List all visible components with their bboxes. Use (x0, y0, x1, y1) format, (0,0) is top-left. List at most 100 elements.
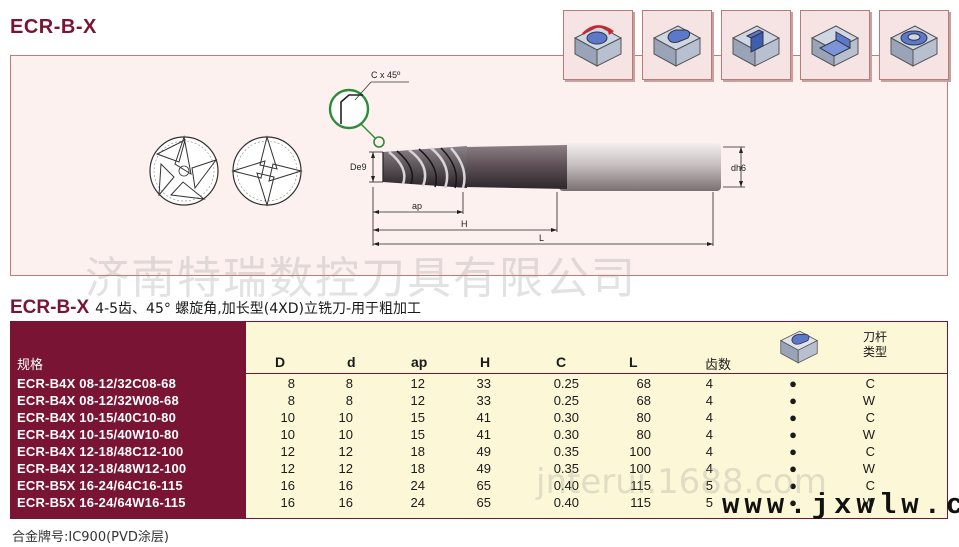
dim-ap-label: ap (412, 201, 422, 211)
cell-teeth: 4 (705, 461, 713, 476)
cell-type: C (865, 410, 875, 425)
cell-spec: ECR-B4X 10-15/40C10-80 (17, 410, 177, 425)
end-view-4-flute (231, 135, 303, 207)
cell-H: 65 (476, 478, 491, 493)
dim-h-label: H (461, 219, 468, 229)
table-row: ECR-B4X 12-18/48W12-100 12 12 18 49 0.35… (11, 461, 947, 478)
cell-H: 41 (476, 427, 491, 442)
cell-L: 100 (629, 444, 651, 459)
header-separator (11, 373, 947, 374)
section-code: ECR-B-X (10, 297, 90, 318)
cell-D: 16 (280, 478, 295, 493)
chamfer-detail (328, 81, 409, 148)
header-teeth: 齿数 (705, 358, 732, 373)
cell-mark: ● (789, 478, 797, 493)
cell-L: 115 (630, 478, 651, 493)
cell-D: 8 (287, 376, 295, 391)
spec-table: 规格 D d ap H C L 齿数 刀杆 类型 ECR-B4X 08-12/3… (10, 321, 948, 519)
cell-L: 68 (636, 393, 651, 408)
cell-C: 0.30 (553, 410, 579, 425)
cell-ap: 18 (410, 444, 425, 459)
cell-mark: ● (789, 444, 797, 459)
cell-type: W (862, 393, 875, 408)
alloy-grade-note: 合金牌号:IC900(PVD涂层) (12, 530, 169, 545)
cell-teeth: 4 (705, 427, 713, 442)
cell-mark: ● (789, 495, 797, 510)
cell-D: 8 (287, 393, 295, 408)
end-mill-tool (382, 143, 721, 191)
cell-D: 16 (280, 495, 295, 510)
cell-d: 16 (338, 495, 353, 510)
cell-spec: ECR-B4X 10-15/40W10-80 (17, 427, 179, 442)
cell-d: 12 (338, 444, 353, 459)
site-watermark-jxwlw: www.jxwlw.cn (722, 489, 959, 522)
cell-H: 49 (476, 444, 491, 459)
spec-column-bg (11, 322, 246, 518)
table-row: ECR-B5X 16-24/64C16-115 16 16 24 65 0.40… (11, 478, 947, 495)
table-row: ECR-B4X 08-12/32W08-68 8 8 12 33 0.25 68… (11, 393, 947, 410)
cell-type: W (862, 495, 875, 510)
cell-mark: ● (789, 376, 797, 391)
cell-ap: 15 (410, 410, 425, 425)
cell-H: 49 (476, 461, 491, 476)
cell-C: 0.35 (553, 461, 579, 476)
cell-spec: ECR-B4X 08-12/32C08-68 (17, 376, 177, 391)
cell-D: 10 (280, 410, 295, 425)
cell-L: 80 (636, 410, 651, 425)
table-row: ECR-B4X 08-12/32C08-68 8 8 12 33 0.25 68… (11, 376, 947, 393)
keyway-slot-icon (721, 10, 791, 80)
cell-ap: 12 (410, 393, 425, 408)
cell-H: 65 (476, 495, 491, 510)
cell-teeth: 4 (705, 444, 713, 459)
profile-milling-icon (563, 10, 633, 80)
cell-ap: 12 (410, 376, 425, 391)
end-view-5-flute (149, 135, 219, 206)
step-shoulder-icon (800, 10, 870, 80)
slot-pocket-icon (642, 10, 712, 80)
machining-icons (563, 10, 949, 80)
cell-mark: ● (789, 461, 797, 476)
cell-H: 41 (476, 410, 491, 425)
cell-teeth: 5 (705, 495, 713, 510)
cell-C: 0.40 (553, 495, 579, 510)
header-C: C (556, 354, 567, 370)
cell-spec: ECR-B4X 08-12/32W08-68 (17, 393, 179, 408)
header-L: L (629, 354, 638, 370)
cell-spec: ECR-B4X 12-18/48C12-100 (17, 444, 184, 459)
table-row: ECR-B4X 10-15/40W10-80 10 10 15 41 0.30 … (11, 427, 947, 444)
cell-D: 10 (280, 427, 295, 442)
cell-d: 8 (345, 393, 353, 408)
tool-drawing-panel: C x 45º (10, 55, 948, 276)
header-d: d (347, 354, 356, 370)
header-tool-type: 刀杆 类型 (863, 330, 887, 360)
cell-teeth: 5 (705, 478, 713, 493)
section-description: 4-5齿、45° 螺旋角,加长型(4XD)立铣刀-用于粗加工 (95, 301, 422, 317)
cell-type: C (865, 478, 875, 493)
section-heading: ECR-B-X 4-5齿、45° 螺旋角,加长型(4XD)立铣刀-用于粗加工 (10, 297, 421, 319)
cell-C: 0.30 (553, 427, 579, 442)
cell-L: 80 (636, 427, 651, 442)
cell-type: W (862, 427, 875, 442)
cell-C: 0.40 (553, 478, 579, 493)
cell-spec: ECR-B4X 12-18/48W12-100 (17, 461, 187, 476)
cell-type: W (862, 461, 875, 476)
dim-d-label: De9 (350, 162, 367, 172)
cell-d: 8 (345, 376, 353, 391)
header-D: D (275, 354, 286, 370)
cell-L: 68 (636, 376, 651, 391)
cell-type: C (865, 444, 875, 459)
end-mill-diagram: C x 45º (149, 70, 746, 246)
cell-ap: 24 (410, 478, 425, 493)
dim-dh-label: dh6 (731, 163, 746, 173)
cell-ap: 18 (410, 461, 425, 476)
cell-spec: ECR-B5X 16-24/64C16-115 (17, 478, 183, 493)
cell-L: 115 (630, 495, 651, 510)
cell-d: 10 (338, 427, 353, 442)
cell-teeth: 4 (705, 393, 713, 408)
table-row: ECR-B5X 16-24/64W16-115 16 16 24 65 0.40… (11, 495, 947, 512)
cell-C: 0.35 (553, 444, 579, 459)
chamfer-label: C x 45º (371, 70, 401, 80)
header-ap: ap (411, 354, 428, 370)
header-tool-type-line1: 刀杆 (863, 330, 888, 344)
header-spec: 规格 (17, 358, 44, 373)
